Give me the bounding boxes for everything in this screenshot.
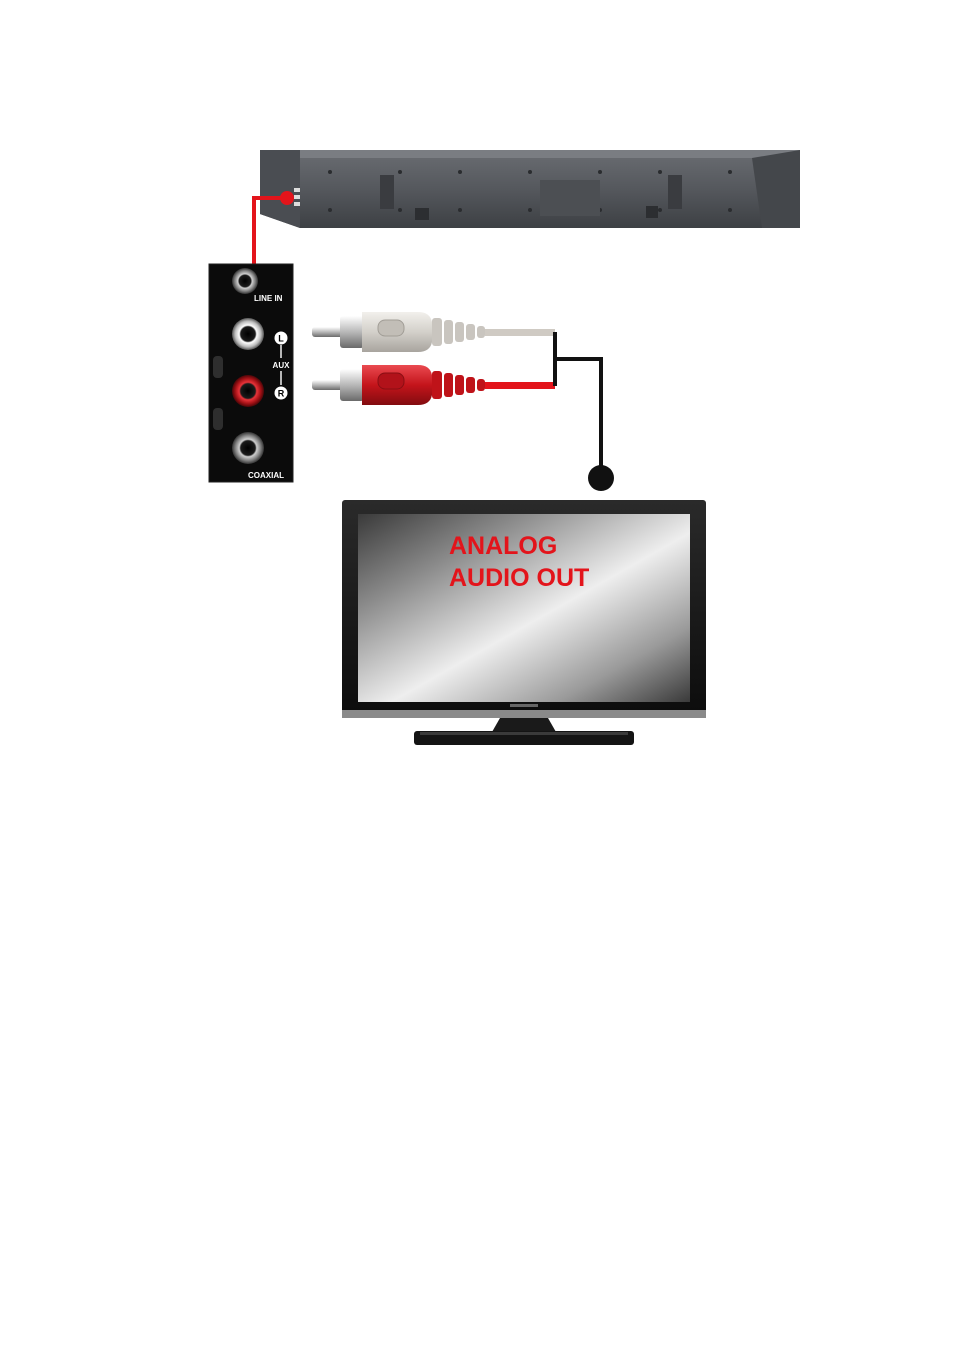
white-cable <box>485 329 555 336</box>
aux-left-jack <box>232 318 264 350</box>
soundbar-input-jacks <box>294 188 300 206</box>
aux-label: AUX <box>273 361 291 370</box>
coaxial-label: COAXIAL <box>248 471 284 480</box>
soundbar-mount-slot-right <box>668 175 682 209</box>
input-panel: LINE IN L AUX R COAXIAL <box>209 264 293 482</box>
tv-bottom-trim <box>342 710 706 718</box>
aux-right-label: R <box>278 389 285 399</box>
red-cable <box>485 382 555 389</box>
tv-screen-text-line2: AUDIO OUT <box>449 564 589 592</box>
tv-stand-neck <box>492 718 556 732</box>
tv-connection-dot <box>588 465 614 491</box>
television: ANALOG AUDIO OUT <box>342 500 706 745</box>
line-in-label: LINE IN <box>254 294 283 303</box>
coaxial-jack <box>232 432 264 464</box>
line-in-connection-dot <box>280 191 294 205</box>
aux-left-label: L <box>278 334 284 344</box>
soundbar-foot-right <box>646 206 658 218</box>
soundbar-foot-left <box>415 208 429 220</box>
tv-screen-text-line1: ANALOG <box>449 532 557 560</box>
soundbar <box>260 150 800 228</box>
soundbar-label-plate <box>540 180 600 216</box>
soundbar-mount-slot-left <box>380 175 394 209</box>
line-in-jack <box>232 268 258 294</box>
tv-brand-logo <box>510 704 538 707</box>
aux-right-jack <box>232 375 264 407</box>
